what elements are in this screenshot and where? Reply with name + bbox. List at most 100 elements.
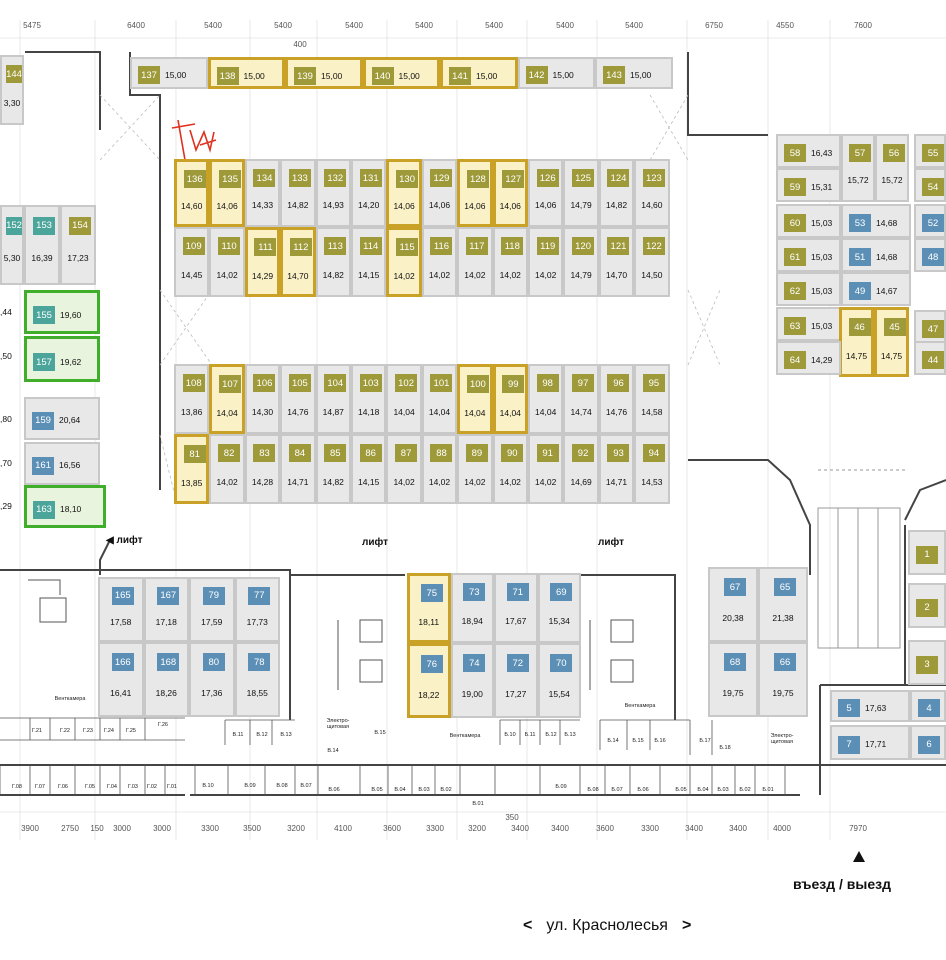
chevron-left-icon[interactable]: < (523, 917, 533, 934)
parking-spot[interactable]: 2 (908, 583, 946, 628)
parking-spot[interactable]: 52 (914, 204, 946, 238)
parking-spot[interactable]: 55 (914, 134, 946, 168)
parking-spot[interactable]: 4 (910, 690, 946, 722)
chevron-right-icon[interactable]: > (681, 917, 692, 934)
parking-spot[interactable]: 3 (908, 640, 946, 685)
parking-spot[interactable]: 47 (914, 310, 946, 344)
